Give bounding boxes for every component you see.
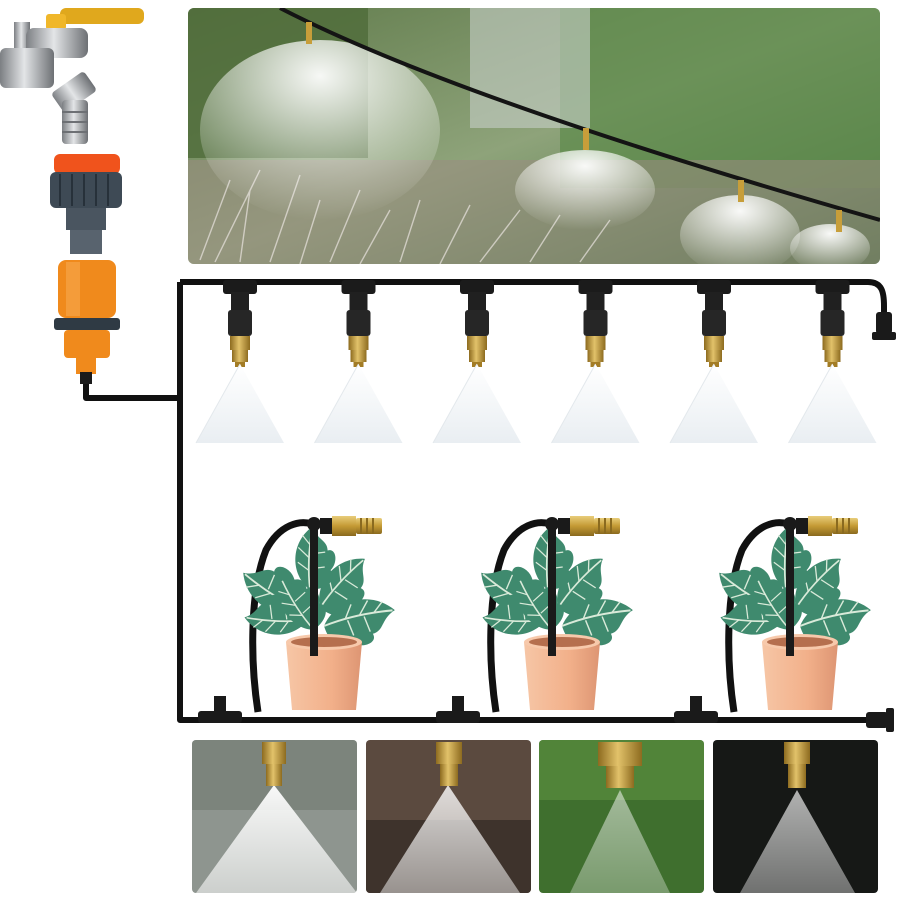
main-tubing-line <box>83 279 887 723</box>
spray-photo-2 <box>366 740 531 893</box>
hanging-nozzle-3 <box>432 279 522 444</box>
hanging-nozzle-5 <box>669 279 759 444</box>
hanging-nozzle-6 <box>788 279 877 444</box>
tee-connector-3 <box>674 696 718 723</box>
potted-plant-1 <box>235 516 398 712</box>
potted-plant-row <box>235 516 874 712</box>
hanging-nozzle-row <box>195 279 877 444</box>
tap-adapter-icon <box>50 154 122 254</box>
tee-connector-2 <box>436 696 480 723</box>
spray-photo-3 <box>539 740 704 893</box>
tee-connector-1 <box>198 696 242 723</box>
hanging-nozzle-4 <box>551 279 640 444</box>
end-cap-top <box>872 312 896 340</box>
quick-connector-icon <box>54 260 120 384</box>
spray-photo-1 <box>192 740 357 893</box>
spray-photo-4 <box>713 740 878 893</box>
potted-plant-3 <box>711 516 874 712</box>
garden-misting-photo <box>188 8 880 264</box>
hanging-nozzle-2 <box>314 279 403 444</box>
hanging-nozzle-1 <box>195 279 285 444</box>
end-cap-bottom <box>866 708 894 732</box>
brass-faucet-icon <box>0 8 144 144</box>
potted-plant-2 <box>473 516 636 712</box>
